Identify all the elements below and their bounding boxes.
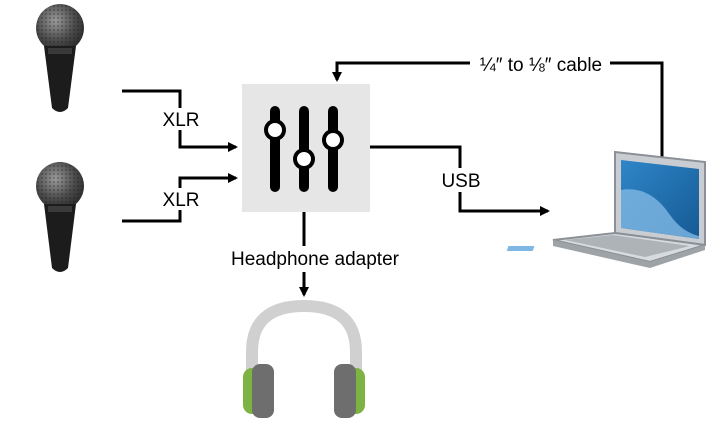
laptop-icon	[506, 150, 706, 268]
usb-label: USB	[441, 171, 480, 192]
mixer-icon	[242, 84, 370, 212]
microphone-bottom-icon	[36, 162, 84, 272]
xlr-top-label-bg	[158, 108, 204, 130]
cable-label: ¼″ to ⅛″ cable	[480, 55, 602, 76]
cable-label-bg	[470, 52, 610, 76]
xlr-bottom-label-bg	[158, 188, 204, 210]
usb-label-bg	[436, 168, 486, 192]
headphone-label: Headphone adapter	[231, 249, 400, 270]
microphone-top-icon	[36, 4, 84, 112]
xlr-top-label: XLR	[163, 110, 200, 131]
headphones-icon	[243, 299, 365, 418]
headphone-label-bg	[206, 246, 424, 272]
xlr-bottom-label: XLR	[163, 190, 200, 211]
